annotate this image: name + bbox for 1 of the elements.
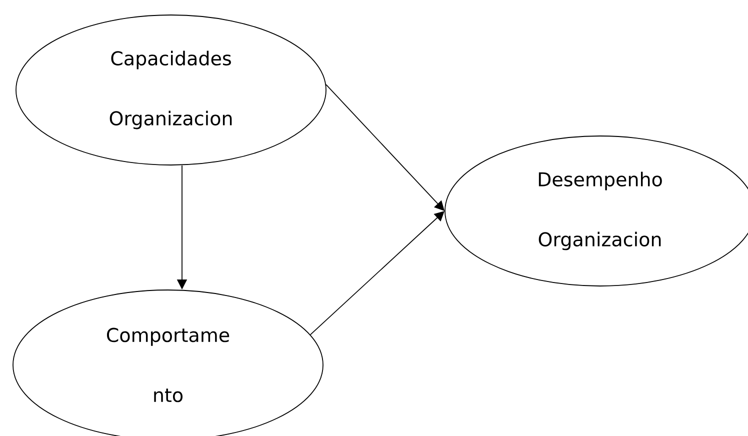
ellipse-node: Capacidades Organizacion xyxy=(16,14,326,166)
